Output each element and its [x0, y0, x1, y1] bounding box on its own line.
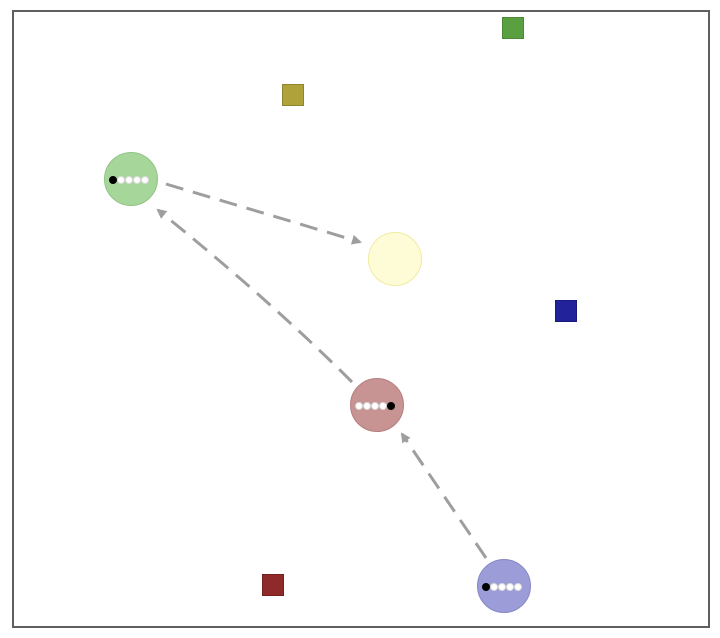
progress-dots	[351, 379, 405, 433]
progress-dot	[498, 583, 506, 591]
progress-dot	[371, 402, 379, 410]
progress-dot	[125, 176, 133, 184]
progress-dot	[363, 402, 371, 410]
progress-dots	[105, 153, 159, 207]
progress-dot	[109, 176, 117, 184]
progress-dot	[117, 176, 125, 184]
progress-dot	[379, 402, 387, 410]
green-square-target	[502, 17, 524, 39]
navy-square-target	[555, 300, 577, 322]
progress-dots	[369, 233, 423, 287]
progress-dot	[141, 176, 149, 184]
olive-square-target	[282, 84, 304, 106]
progress-dots	[478, 560, 532, 614]
maroon-square-target	[262, 574, 284, 596]
progress-dot	[133, 176, 141, 184]
game-arena	[12, 10, 710, 628]
progress-dot	[514, 583, 522, 591]
green-agent-token[interactable]	[104, 152, 158, 206]
yellow-agent-token[interactable]	[368, 232, 422, 286]
red-agent-token[interactable]	[350, 378, 404, 432]
progress-dot	[355, 402, 363, 410]
progress-dot	[482, 583, 490, 591]
progress-dot	[490, 583, 498, 591]
progress-dot	[387, 402, 395, 410]
blue-agent-token[interactable]	[477, 559, 531, 613]
progress-dot	[506, 583, 514, 591]
